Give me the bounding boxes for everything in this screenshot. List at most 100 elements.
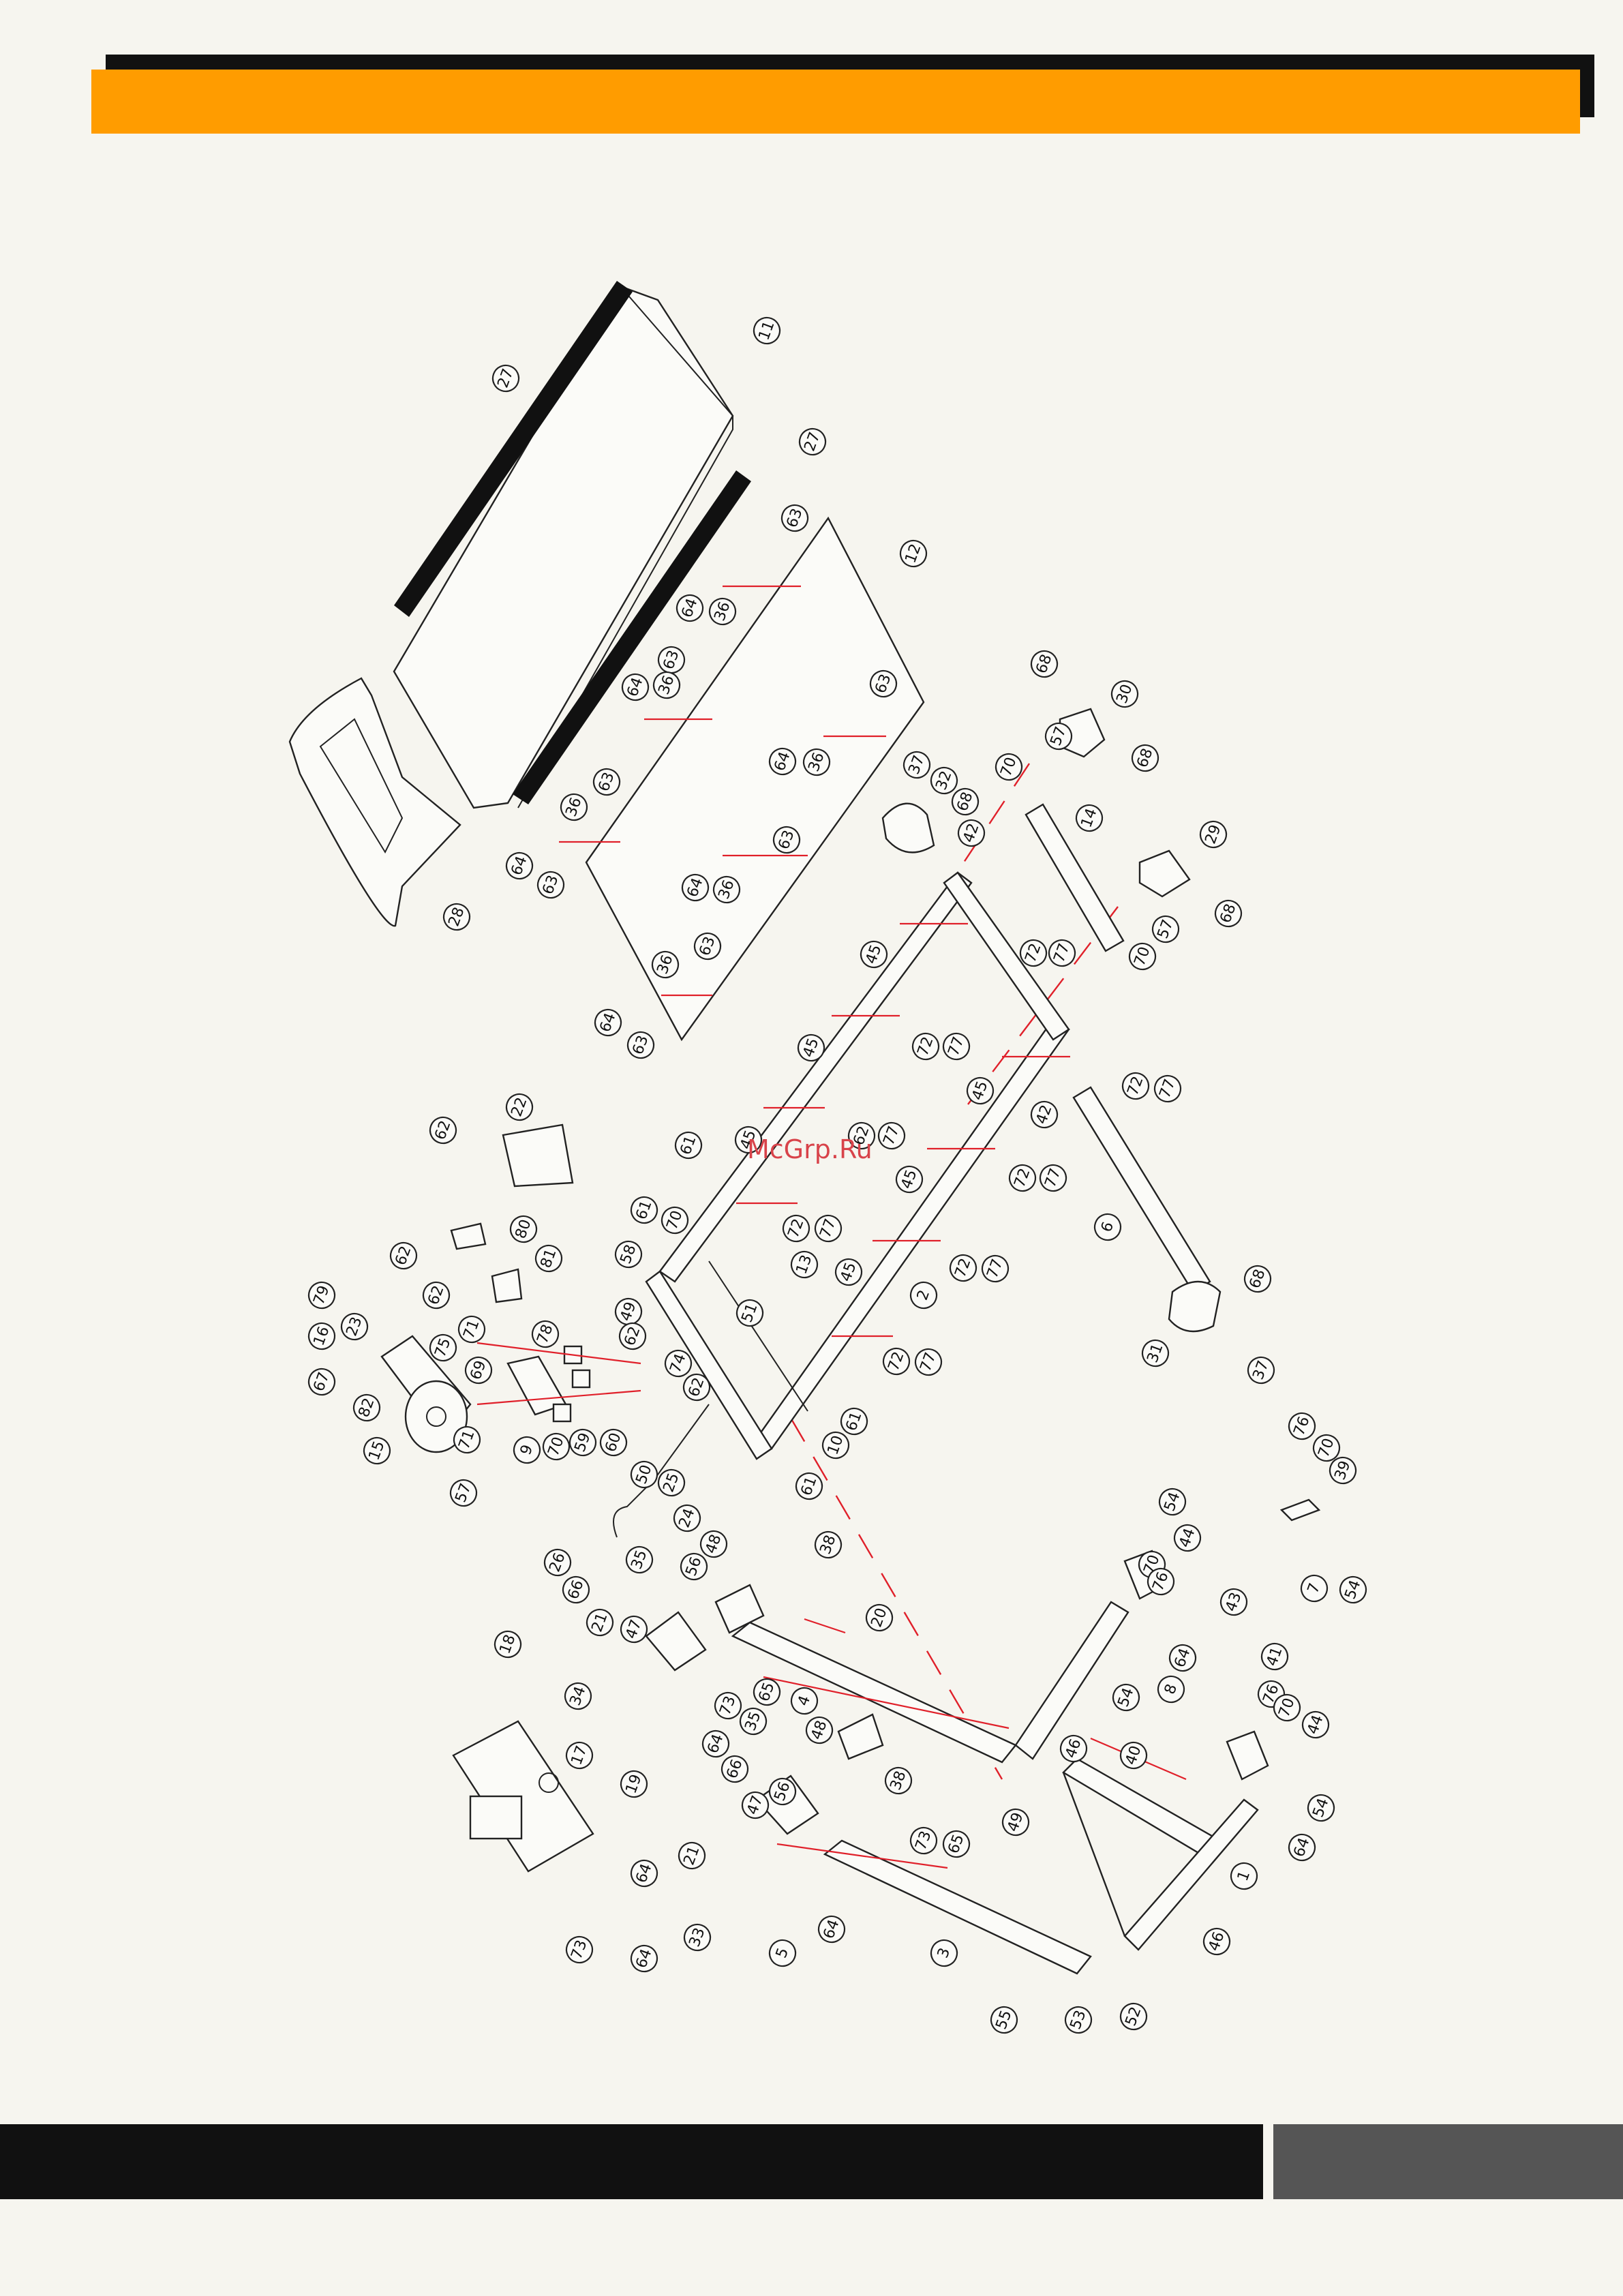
part-callout: 71 bbox=[457, 1315, 486, 1344]
part-callout: 12 bbox=[899, 539, 928, 568]
part-callout: 75 bbox=[429, 1333, 457, 1362]
callout-circle bbox=[772, 826, 801, 854]
callout-circle bbox=[1247, 1356, 1275, 1385]
part-callout: 36 bbox=[651, 950, 680, 979]
part-callout: 35 bbox=[625, 1545, 654, 1574]
part-callout: 26 bbox=[543, 1548, 572, 1577]
callout-circle bbox=[790, 1250, 819, 1279]
upright-frame bbox=[731, 1601, 1259, 1975]
part-callout: 42 bbox=[1030, 1100, 1059, 1129]
callout-circle bbox=[957, 819, 986, 847]
callout-circle bbox=[1064, 2006, 1093, 2034]
part-callout: 68 bbox=[1030, 650, 1059, 678]
callout-circle bbox=[614, 1240, 643, 1269]
part-callout: 62 bbox=[429, 1116, 457, 1145]
callout-circle bbox=[621, 673, 650, 701]
callout-circle bbox=[1019, 939, 1048, 967]
callout-circle bbox=[708, 597, 737, 626]
callout-circle bbox=[457, 1315, 486, 1344]
callout-circle bbox=[995, 753, 1023, 781]
part-callout: 45 bbox=[797, 1033, 825, 1062]
part-callout: 44 bbox=[1301, 1710, 1330, 1739]
part-callout: 70 bbox=[995, 753, 1023, 781]
part-callout: 27 bbox=[491, 364, 520, 393]
cable-harness bbox=[613, 1404, 710, 1538]
part-callout: 45 bbox=[966, 1076, 995, 1105]
part-callout: 68 bbox=[1214, 899, 1243, 928]
callout-circle bbox=[914, 1348, 943, 1376]
part-callout: 33 bbox=[683, 1923, 712, 1952]
callout-circle bbox=[942, 1830, 971, 1858]
callout-circle bbox=[1288, 1412, 1316, 1440]
callout-circle bbox=[802, 748, 831, 776]
callout-circle bbox=[542, 1432, 571, 1461]
part-callout: 77 bbox=[1039, 1164, 1067, 1192]
callout-circle bbox=[782, 1214, 810, 1243]
callout-circle bbox=[1128, 942, 1157, 971]
part-callout: 63 bbox=[536, 871, 565, 899]
part-callout: 27 bbox=[798, 427, 827, 456]
callout-circle bbox=[562, 1575, 590, 1604]
part-callout: 77 bbox=[877, 1121, 906, 1150]
part-callout: 61 bbox=[674, 1131, 703, 1160]
callout-circle bbox=[340, 1312, 369, 1341]
callout-circle bbox=[630, 1460, 658, 1489]
part-callout: 72 bbox=[782, 1214, 810, 1243]
part-callout: 45 bbox=[834, 1258, 863, 1286]
part-callout: 20 bbox=[865, 1603, 894, 1632]
part-callout: 22 bbox=[505, 1093, 534, 1121]
callout-circle bbox=[494, 1630, 522, 1659]
part-callout: 49 bbox=[614, 1297, 643, 1326]
part-callout: 38 bbox=[884, 1766, 913, 1795]
part-callout: 63 bbox=[657, 646, 686, 674]
part-callout: 57 bbox=[449, 1479, 478, 1507]
part-callout: 37 bbox=[1247, 1356, 1275, 1385]
callout-circle bbox=[1151, 915, 1180, 943]
part-callout: 10 bbox=[821, 1431, 850, 1460]
callout-circle bbox=[565, 1741, 594, 1770]
callout-circle bbox=[543, 1548, 572, 1577]
callout-circle bbox=[1001, 1808, 1030, 1837]
part-callout: 31 bbox=[1141, 1339, 1170, 1368]
part-callout: 64 bbox=[621, 673, 650, 701]
end-cap-left bbox=[881, 802, 935, 854]
part-callout: 14 bbox=[1075, 804, 1104, 832]
callout-circle bbox=[1168, 1644, 1197, 1672]
part-callout: 76 bbox=[1288, 1412, 1316, 1440]
callout-circle bbox=[981, 1254, 1010, 1283]
part-callout: 4 bbox=[790, 1687, 819, 1715]
motor-cover bbox=[288, 677, 461, 927]
part-callout: 64 bbox=[1288, 1833, 1316, 1862]
part-callout: 74 bbox=[664, 1349, 693, 1378]
part-callout: 62 bbox=[682, 1373, 711, 1402]
callout-circle bbox=[860, 940, 888, 969]
part-callout: 67 bbox=[307, 1368, 336, 1396]
part-callout: 70 bbox=[1312, 1434, 1341, 1462]
footer-page-tab bbox=[1273, 2124, 1623, 2199]
part-callout: 64 bbox=[817, 1915, 846, 1944]
callout-circle bbox=[592, 768, 621, 796]
callout-circle bbox=[651, 950, 680, 979]
part-callout: 81 bbox=[534, 1244, 563, 1273]
callout-circle bbox=[869, 669, 898, 698]
part-callout: 55 bbox=[990, 2006, 1018, 2034]
callout-circle bbox=[768, 747, 797, 776]
callout-circle bbox=[693, 932, 722, 961]
callout-circle bbox=[1260, 1642, 1289, 1671]
part-callout: 80 bbox=[509, 1215, 538, 1243]
part-callout: 50 bbox=[630, 1460, 658, 1489]
part-callout: 36 bbox=[652, 671, 681, 699]
callout-circle bbox=[930, 1939, 958, 1967]
callout-circle bbox=[1141, 1339, 1170, 1368]
callout-circle bbox=[911, 1032, 940, 1061]
callout-circle bbox=[531, 1320, 560, 1348]
part-callout: 9 bbox=[513, 1436, 541, 1464]
callout-circle bbox=[491, 364, 520, 393]
callout-circle bbox=[429, 1116, 457, 1145]
part-callout: 79 bbox=[307, 1281, 336, 1310]
callout-circle bbox=[652, 671, 681, 699]
part-callout: 61 bbox=[840, 1407, 868, 1436]
part-callout: 46 bbox=[1059, 1734, 1088, 1763]
callout-circle bbox=[712, 875, 741, 904]
part-callout: 41 bbox=[1260, 1642, 1289, 1671]
